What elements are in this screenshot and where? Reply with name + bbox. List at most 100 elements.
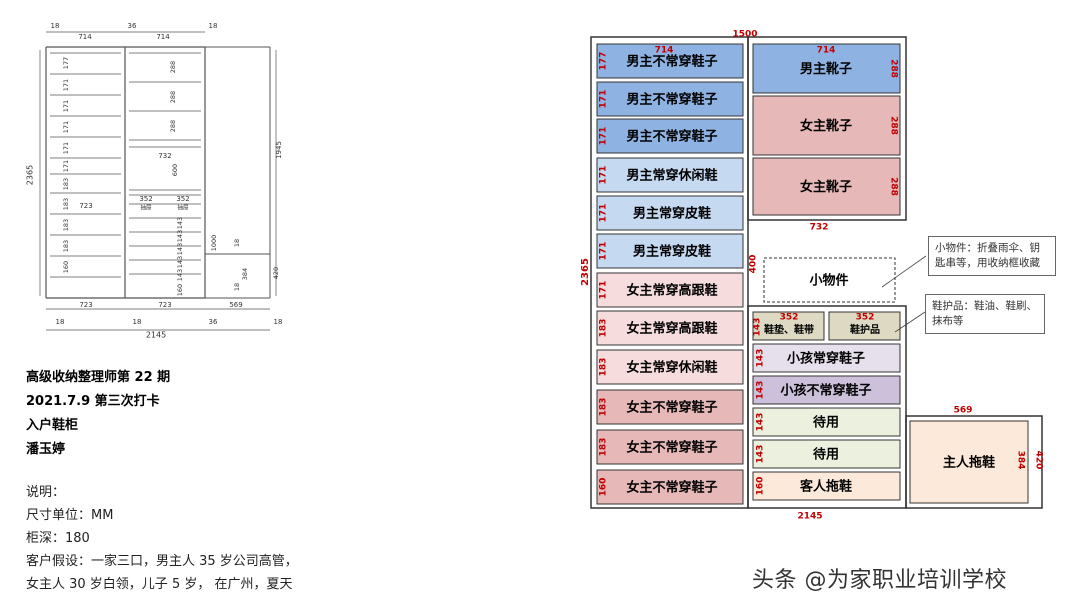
left-cell-dim: 183 xyxy=(599,319,609,338)
left-cell-dim: 183 xyxy=(599,438,609,457)
sketch-dim-drawer: 352 xyxy=(176,195,189,203)
small-items-label: 小物件 xyxy=(809,273,848,289)
sketch-dim-left-col: 177 xyxy=(62,57,70,69)
watermark: 头条 @为家职业培训学校 xyxy=(752,568,1007,593)
right-top-cell-label: 女主靴子 xyxy=(800,179,852,195)
plan-dim-bottom: 2145 xyxy=(797,512,822,522)
small-items-box xyxy=(763,257,896,303)
right-bottom-cell xyxy=(752,375,901,405)
right-bottom-cell-label: 客人拖鞋 xyxy=(800,479,852,495)
sketch-dim-left-col: 160 xyxy=(62,261,70,273)
sketch-dim-top: 18 xyxy=(51,22,60,30)
left-cell-dim: 171 xyxy=(599,90,609,109)
callout-line-small xyxy=(881,255,927,288)
sketch-dim-right-small: 420 xyxy=(272,267,280,279)
drawer-cell xyxy=(752,311,825,341)
sketch-dim-mid: 732 xyxy=(158,152,171,160)
sketch-dim-right-small: 18 xyxy=(233,239,241,247)
right-bottom-cell xyxy=(752,471,901,501)
left-cell-label: 女主不常穿鞋子 xyxy=(626,480,717,496)
left-cell-dim: 171 xyxy=(599,204,609,223)
sketch-dim-right-small: 18 xyxy=(233,283,241,291)
header-block: 高级收纳整理师第 22 期 2021.7.9 第三次打卡 入户鞋柜 潘玉婷 xyxy=(26,366,170,462)
sketch-dim-side: 143 xyxy=(176,256,184,268)
right-top-cell-label: 男主靴子 xyxy=(800,61,852,77)
project-name: 入户鞋柜 xyxy=(26,418,79,433)
plan-dim-slipper-width: 569 xyxy=(954,406,973,416)
plan-dim-left-height: 2365 xyxy=(580,258,591,286)
right-top-cell-label: 女主靴子 xyxy=(800,118,852,134)
note-client-2: 女主人 30 岁白领，儿子 5 岁， 在广州，夏天 xyxy=(26,577,293,592)
right-bottom-cell-dim: 143 xyxy=(756,349,766,368)
note-depth: 柜深：180 xyxy=(26,531,90,546)
sketch-dim-left-col: 183 xyxy=(62,198,70,210)
left-cell-label: 男主常穿皮鞋 xyxy=(633,206,711,222)
sketch-dim-bottom: 723 xyxy=(79,301,92,309)
left-cell-dim: 171 xyxy=(599,166,609,185)
right-bottom-cell-label: 小孩不常穿鞋子 xyxy=(780,383,871,399)
right-bottom-cell-label: 待用 xyxy=(812,447,839,463)
left-cell xyxy=(596,272,744,308)
sketch-dim-left-col: 171 xyxy=(62,160,70,172)
sketch-dim-left-col: 171 xyxy=(62,121,70,133)
drawer-cell xyxy=(828,311,901,341)
right-top-cell-dim: 288 xyxy=(889,177,899,196)
plan-dim-open-height: 400 xyxy=(749,255,759,274)
slipper-cell xyxy=(909,420,1029,504)
sketch-dim-side: 143 xyxy=(176,243,184,255)
right-top-cell-dim: 288 xyxy=(889,59,899,78)
left-cell-dim: 171 xyxy=(599,127,609,146)
sketch-dim-side: 143 xyxy=(176,269,184,281)
left-cell-label: 女主常穿休闲鞋 xyxy=(626,360,717,376)
sketch-dim-bottom-small: 18 xyxy=(133,318,142,326)
sketch-dim-left-col: 171 xyxy=(62,79,70,91)
right-bottom-cell xyxy=(752,343,901,373)
slipper-dim-inner: 384 xyxy=(1016,451,1026,470)
left-cell xyxy=(596,469,744,505)
sketch-dim-bottom: 569 xyxy=(229,301,242,309)
callout-line-care xyxy=(894,311,926,333)
sketch-dim-mid-height: 1000 xyxy=(210,235,218,252)
sketch-dim-bottom: 723 xyxy=(158,301,171,309)
sketch-dim-right-total: 1945 xyxy=(275,141,283,159)
left-cell xyxy=(596,118,744,154)
sketch-drawer-label: 抽屉 xyxy=(140,204,152,212)
sketch-drawer-label: 抽屉 xyxy=(177,204,189,212)
left-cell-label: 男主常穿休闲鞋 xyxy=(626,168,717,184)
left-cell xyxy=(596,349,744,385)
left-cell-label: 女主不常穿鞋子 xyxy=(626,400,717,416)
left-cell xyxy=(596,43,744,79)
left-cell xyxy=(596,81,744,117)
left-cell xyxy=(596,429,744,465)
sketch-dim-mid-height: 600 xyxy=(171,164,179,176)
right-bottom-cell-dim: 160 xyxy=(756,477,766,496)
sketch-dim-bottom-small: 18 xyxy=(274,318,283,326)
right-bottom-cell-label: 待用 xyxy=(812,415,839,431)
right-bottom-cell xyxy=(752,439,901,469)
right-top-frame xyxy=(747,36,907,221)
left-cell-dim: 171 xyxy=(599,281,609,300)
left-cell-label: 男主常穿皮鞋 xyxy=(633,244,711,260)
left-cell-label: 男主不常穿鞋子 xyxy=(626,54,717,70)
sketch-dim-left-col: 171 xyxy=(62,142,70,154)
left-cell-dim: 183 xyxy=(599,358,609,377)
right-bottom-cell-label: 小孩常穿鞋子 xyxy=(787,351,865,367)
left-cell xyxy=(596,157,744,193)
right-bottom-cell-dim: 143 xyxy=(756,381,766,400)
sketch-dim-left-total: 2365 xyxy=(26,165,35,185)
note-unit: 尺寸单位：MM xyxy=(26,508,114,523)
left-cell-label: 女主常穿高跟鞋 xyxy=(626,321,717,337)
drawer-dim: 352 xyxy=(780,313,799,323)
left-cell-label: 男主不常穿鞋子 xyxy=(626,92,717,108)
left-cabinet-frame xyxy=(590,36,749,509)
notes-heading: 说明： xyxy=(26,485,66,500)
left-cell xyxy=(596,389,744,425)
sketch-dim-top: 714 xyxy=(156,33,170,41)
sketch-dim-top: 36 xyxy=(128,22,137,30)
sketch-dim-left-col: 183 xyxy=(62,219,70,231)
plan-dim-left-width: 714 xyxy=(655,46,674,56)
sketch-dim-drawer: 352 xyxy=(139,195,152,203)
sketch-dim-row: 723 xyxy=(79,202,92,210)
plan-dim-right-width: 714 xyxy=(817,46,836,56)
note-client-1: 客户假设：一家三口，男主人 35 岁公司高管， xyxy=(26,554,298,569)
